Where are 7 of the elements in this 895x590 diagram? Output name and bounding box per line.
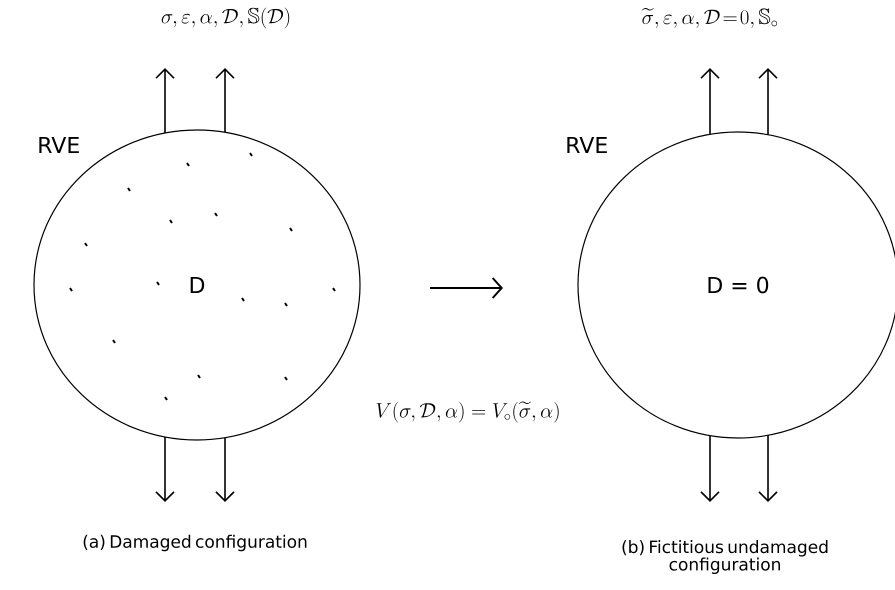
caption: (b) Fictitious undamaged configuration bbox=[622, 540, 828, 574]
caption: (a) Damaged configuration bbox=[84, 534, 306, 552]
label: RVE bbox=[567, 136, 607, 154]
label: RVE bbox=[39, 136, 79, 154]
formula: $\widetilde{\sigma},\varepsilon,\alpha,\mathcal{D}\!=\!0,\mathbb{S}_{\circ}$ bbox=[642, 8, 778, 28]
formula: $\sigma,\varepsilon,\alpha,\mathcal{D},\mathbb{S}(\mathcal{D})$ bbox=[162, 8, 290, 28]
equation: $V(\sigma,\mathcal{D},\alpha) = V_{\circ}(\widetilde{\sigma},\alpha)$ bbox=[376, 401, 559, 423]
